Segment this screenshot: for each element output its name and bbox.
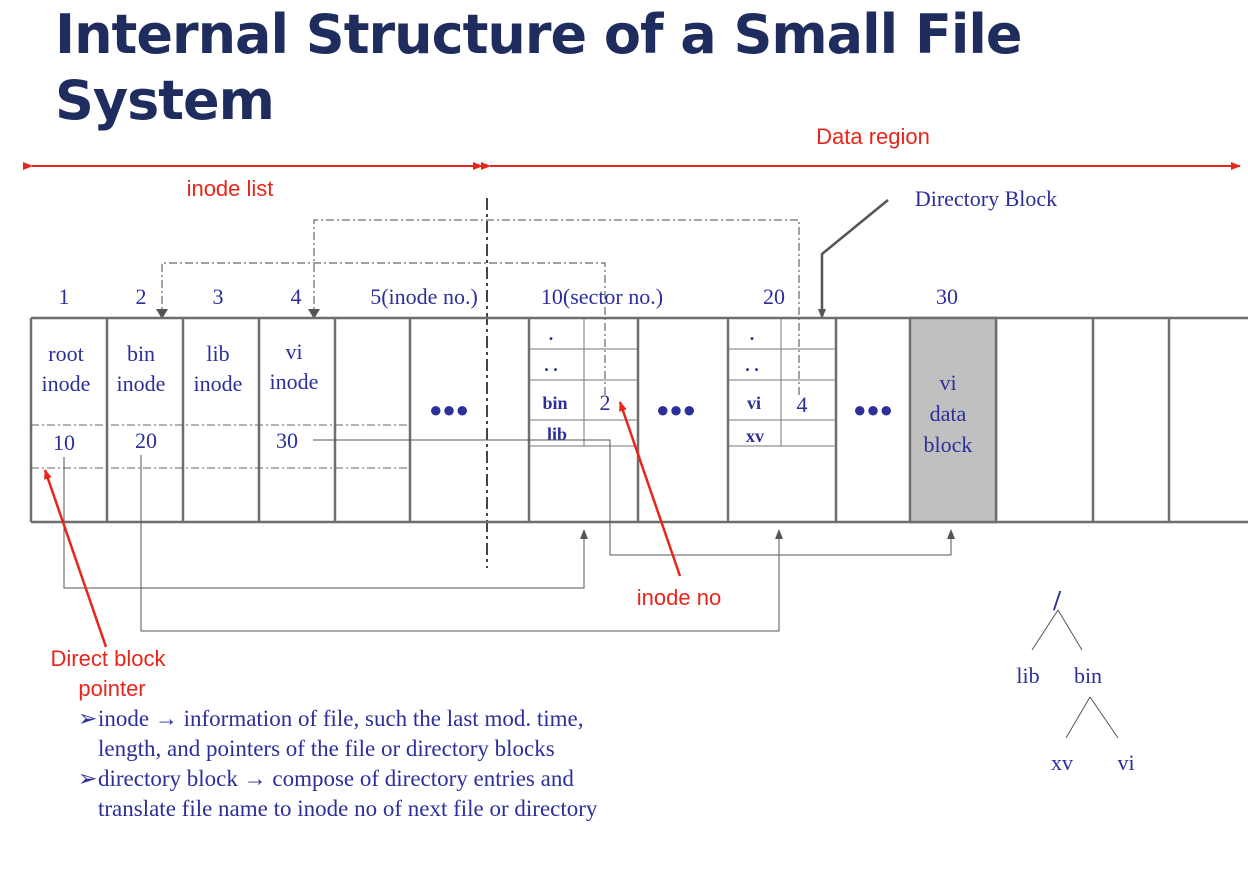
inode-no-label: inode no <box>637 585 721 610</box>
inode-name: bin <box>127 341 155 366</box>
note-item: ➢inode → information of file, such the l… <box>78 704 778 764</box>
column-number: 20 <box>763 284 785 309</box>
column-number: 1 <box>59 284 70 309</box>
dir-entry-name: . . <box>745 355 759 375</box>
inode-pointer: 30 <box>276 428 298 453</box>
dir-entry-inode: 4 <box>797 392 808 417</box>
note-text: length, and pointers of the file or dire… <box>98 736 555 761</box>
bullet-icon: ➢ <box>78 706 98 731</box>
data-block-text: data <box>930 401 967 426</box>
directory-block-label: Directory Block <box>915 186 1057 211</box>
tree-node: bin <box>1074 663 1102 688</box>
inode-name: inode <box>194 371 243 396</box>
inode-pointer: 10 <box>53 430 75 455</box>
arrow-icon: → <box>154 706 178 731</box>
inode-name: root <box>48 341 83 366</box>
ellipsis-icon: ●●● <box>853 397 893 422</box>
tree-root: / <box>1052 586 1062 617</box>
note-text: information of file, such the last mod. … <box>183 706 584 731</box>
column-number: 4 <box>291 284 302 309</box>
page-title: Internal Structure of a Small File Syste… <box>55 3 1022 132</box>
disk-strip <box>29 316 1248 524</box>
data-block-text: block <box>924 432 973 457</box>
inode-no-arrow <box>618 401 682 577</box>
direct-block-pointer-arrow <box>43 469 108 648</box>
dir-entry-name: . <box>750 324 755 344</box>
inode-pointer: 20 <box>135 428 157 453</box>
notes: ➢inode → information of file, such the l… <box>78 704 778 824</box>
dir-entry-name: lib <box>547 424 567 444</box>
arrow-icon: → <box>243 766 267 791</box>
block-pointer-lines <box>63 439 955 632</box>
ellipsis-icon: ●●● <box>656 397 696 422</box>
note-term: inode <box>98 706 150 731</box>
ellipsis-icon: ●●● <box>429 397 469 422</box>
column-number: 10(sector no.) <box>541 284 663 309</box>
direct-block-pointer-label: pointer <box>78 676 145 701</box>
column-number: 30 <box>936 284 958 309</box>
dir-entry-inode: 2 <box>600 390 611 415</box>
inode-list-label: inode list <box>187 176 274 201</box>
directory-block-20 <box>728 318 836 447</box>
tree-node: xv <box>1051 750 1073 775</box>
dir-entry-name: . <box>549 324 554 344</box>
column-number: 2 <box>136 284 147 309</box>
note-text: translate file name to inode no of next … <box>98 796 598 821</box>
data-region-label: Data region <box>816 124 930 149</box>
inode-name: vi <box>285 339 302 364</box>
bullet-icon: ➢ <box>78 766 98 791</box>
direct-block-pointer-label: Direct block <box>51 646 167 671</box>
inode-name: inode <box>42 371 91 396</box>
directory-block-pointer <box>818 199 889 319</box>
note-text: compose of directory entries and <box>272 766 574 791</box>
column-number: 5(inode no.) <box>370 284 478 309</box>
directory-tree: / lib bin xv vi <box>1016 586 1134 775</box>
inode-name: inode <box>270 369 319 394</box>
inode-name: inode <box>117 371 166 396</box>
column-number: 3 <box>213 284 224 309</box>
data-block-text: vi <box>939 370 956 395</box>
dir-entry-name: bin <box>542 393 567 413</box>
note-item: ➢directory block → compose of directory … <box>78 764 778 824</box>
tree-node: vi <box>1117 750 1134 775</box>
dir-entry-name: vi <box>747 393 761 413</box>
directory-block-10 <box>529 318 638 447</box>
inode-reference-lines <box>161 219 800 395</box>
inode-name: lib <box>206 341 229 366</box>
tree-node: lib <box>1016 663 1039 688</box>
vi-data-block <box>908 316 998 524</box>
note-term: directory block <box>98 766 238 791</box>
dir-entry-name: xv <box>746 426 764 446</box>
dir-entry-name: . . <box>544 355 558 375</box>
